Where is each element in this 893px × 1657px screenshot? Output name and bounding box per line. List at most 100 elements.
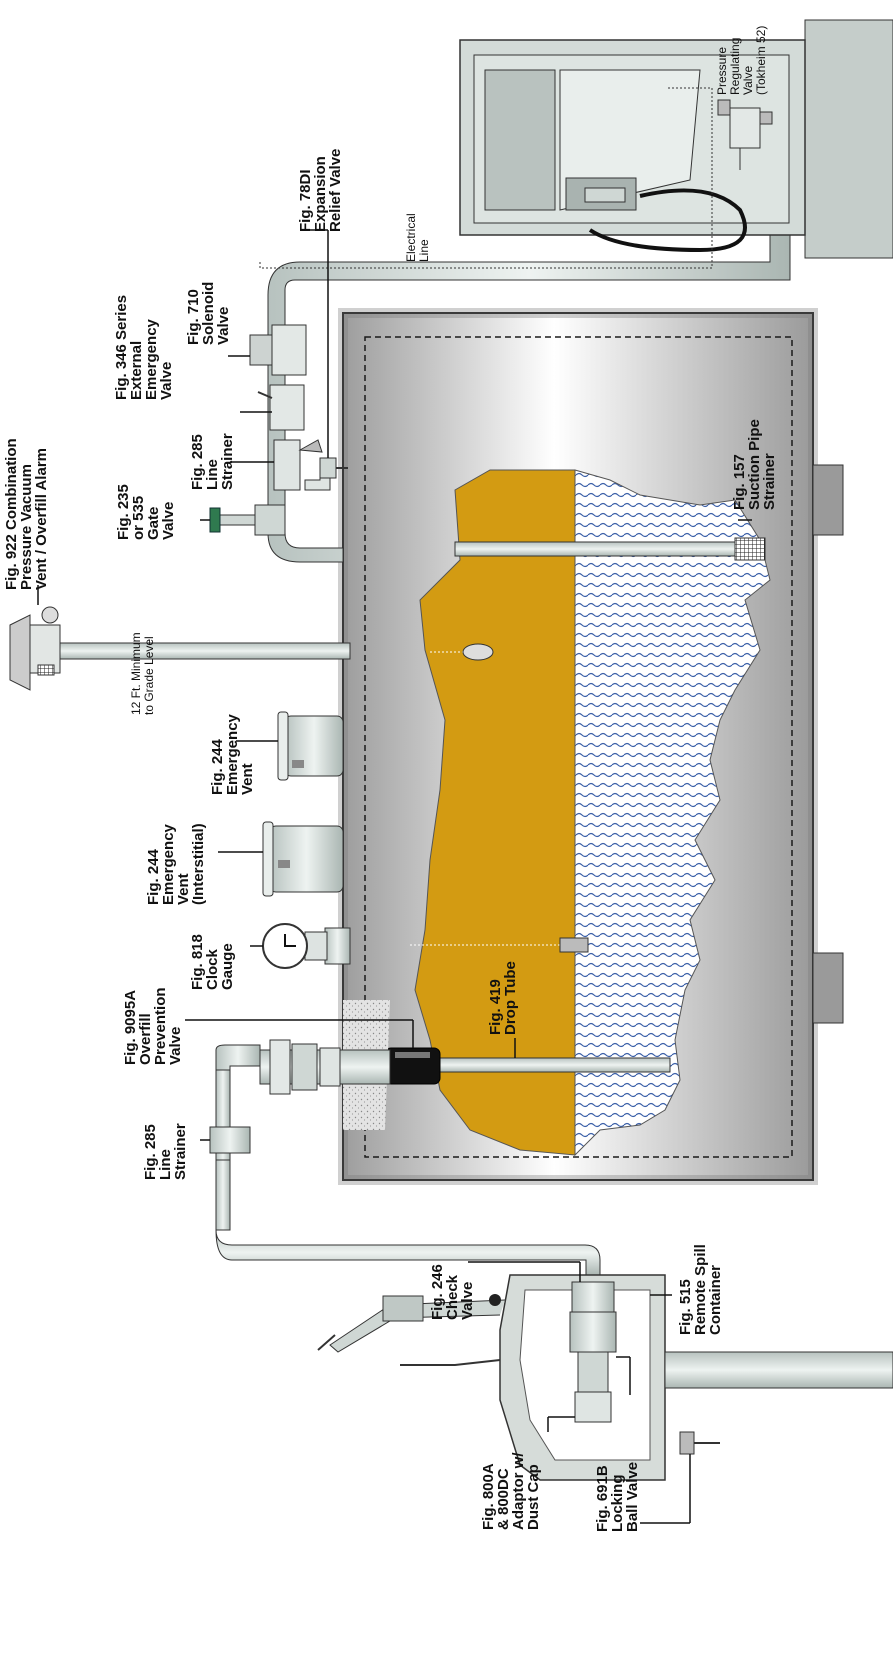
line-strainer-icon [209,1126,251,1154]
clock-gauge [262,923,351,969]
pressure-regulating-valve-icon [729,107,761,149]
svg-text:Vent: Vent [175,873,192,905]
svg-text:Valve: Valve [741,66,755,95]
svg-text:Fig. 244: Fig. 244 [209,738,226,795]
fig818-label: Fig. 818 Clock Gauge [189,934,236,990]
fig691b-label: Fig. 691B Locking Ball Valve [594,1462,641,1532]
svg-text:Remote Spill: Remote Spill [692,1244,709,1335]
svg-text:Fig. 800A: Fig. 800A [480,1463,497,1530]
svg-text:Valve: Valve [158,362,175,400]
fig244i-label: Fig. 244 Emergency Vent (Interstitial) [145,823,207,905]
remote-spill-container [317,1274,893,1481]
fig285-bottom-label: Fig. 285 Line Strainer [142,1123,189,1180]
svg-text:Fig. 246: Fig. 246 [429,1264,446,1320]
svg-text:Pressure: Pressure [715,47,729,95]
emergency-vent-interstitial [262,821,344,897]
alarm-icon [41,606,59,624]
vent-pipe [59,642,351,660]
svg-text:Strainer: Strainer [172,1123,189,1180]
svg-text:Adaptor w/: Adaptor w/ [510,1452,527,1530]
fig157-label: Fig. 157 Suction Pipe Strainer [731,419,778,510]
svg-text:Fig. 285: Fig. 285 [189,434,206,490]
svg-text:Relief Valve: Relief Valve [327,149,344,232]
svg-text:Emergency: Emergency [143,318,160,400]
fig346-label: Fig. 346 Series External Emergency Valve [113,295,175,400]
fig244-label: Fig. 244 Emergency Vent [209,713,256,795]
gate-valve-icon [254,504,286,536]
suction-strainer-icon [734,537,766,561]
svg-text:Emergency: Emergency [224,713,241,795]
svg-text:Strainer: Strainer [219,433,236,490]
ball-valve-pipe [664,1351,893,1389]
svg-text:Valve: Valve [160,502,177,540]
svg-text:Prevention: Prevention [152,987,169,1065]
svg-text:Fig. 922 Combination: Fig. 922 Combination [3,438,20,590]
svg-text:Electrical: Electrical [404,213,418,262]
svg-text:(Tokheim 52): (Tokheim 52) [754,26,768,95]
svg-text:Line: Line [417,239,431,262]
svg-text:Clock: Clock [204,948,221,990]
fig9095a-label: Fig. 9095A Overfill Prevention Valve [122,987,184,1065]
svg-text:Line: Line [157,1149,174,1180]
tank-support [812,952,844,1024]
svg-text:Locking: Locking [609,1474,626,1532]
svg-text:12 Ft. Minimum: 12 Ft. Minimum [129,632,143,715]
vent-minimum-label: 12 Ft. Minimum to Grade Level [129,632,156,715]
dispenser-hose [588,188,747,253]
fuel-product [414,469,576,1156]
svg-text:Line: Line [204,459,221,490]
emergency-valve-icon [269,384,305,431]
solenoid-valve-icon [249,334,273,366]
svg-text:& 800DC: & 800DC [495,1468,512,1530]
svg-text:Fig. 244: Fig. 244 [145,848,162,905]
svg-text:Fig. 515: Fig. 515 [677,1279,694,1335]
svg-text:Fig. 419: Fig. 419 [487,979,504,1035]
fig922-label: Fig. 922 Combination Pressure Vacuum Ven… [3,438,50,590]
svg-text:Emergency: Emergency [160,823,177,905]
leader-lines [37,229,752,1523]
svg-text:Regulating: Regulating [728,38,742,95]
storage-tank [338,308,844,1185]
electrical-line [259,87,713,269]
drop-tube [439,1057,671,1073]
svg-text:Valve: Valve [459,1282,476,1320]
svg-text:Fig. 235: Fig. 235 [115,484,132,540]
svg-text:Gate: Gate [145,507,162,540]
fig800a-label: Fig. 800A & 800DC Adaptor w/ Dust Cap [480,1452,542,1530]
svg-text:Container: Container [707,1265,724,1335]
liquid-layer [574,469,771,1157]
svg-text:Vent: Vent [239,763,256,795]
pressure-regulating-label: Pressure Regulating Valve (Tokheim 52) [715,26,768,95]
fuel-dispenser [459,19,893,259]
vent-cap-icon [9,614,31,691]
fig710-label: Fig. 710 Solenoid Valve [185,282,232,345]
line-strainer-icon [273,439,301,491]
svg-text:Gauge: Gauge [219,943,236,990]
fig515-label: Fig. 515 Remote Spill Container [677,1244,724,1335]
svg-text:Suction Pipe: Suction Pipe [746,419,763,510]
svg-text:Overfill: Overfill [137,1013,154,1065]
emergency-vent [277,711,344,781]
svg-text:Fig. 157: Fig. 157 [731,454,748,510]
fig246-label: Fig. 246 Check Valve [429,1264,476,1320]
svg-text:Dust Cap: Dust Cap [525,1464,542,1530]
electrical-line-label: Electrical Line [404,213,431,262]
tank-inner-wall [364,336,793,1158]
svg-text:Valve: Valve [215,307,232,345]
svg-text:Fig. 9095A: Fig. 9095A [122,990,139,1065]
suction-pipe [454,541,741,557]
check-valve-icon [569,1311,617,1353]
svg-text:Strainer: Strainer [761,453,778,510]
svg-text:Expansion: Expansion [312,156,329,232]
svg-text:(Interstitial): (Interstitial) [190,823,207,905]
svg-text:Drop Tube: Drop Tube [502,961,519,1035]
fig285-top-label: Fig. 285 Line Strainer [189,433,236,490]
svg-text:to Grade Level: to Grade Level [142,636,156,715]
fig78di-label: Fig. 78DI Expansion Relief Valve [297,149,344,232]
svg-text:Valve: Valve [167,1027,184,1065]
vent-pipe-assembly [9,606,351,691]
fill-line [215,1159,601,1276]
adaptor-icon [574,1391,612,1423]
svg-text:Fig. 710: Fig. 710 [185,289,202,345]
